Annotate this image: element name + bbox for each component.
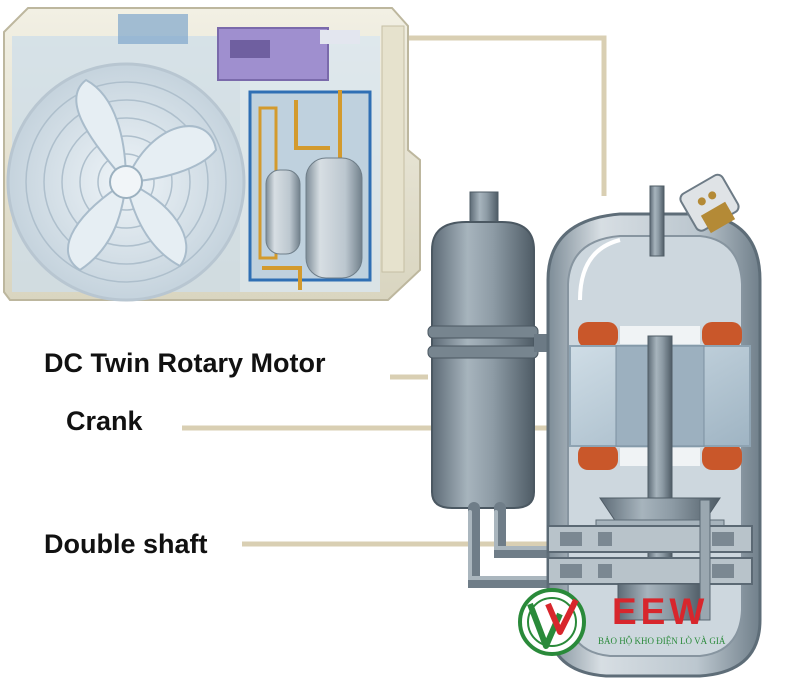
label-dc-twin-rotary-motor: DC Twin Rotary Motor (44, 348, 326, 378)
eew-logo-icon (518, 588, 586, 656)
unit-compressor (305, 157, 363, 279)
discharge-pipe (649, 185, 665, 257)
fan-blades (67, 78, 218, 272)
suction-pipes (468, 502, 558, 588)
outdoor-unit (3, 7, 421, 302)
accumulator (427, 191, 550, 509)
terminal (679, 173, 740, 234)
label-crank: Crank (66, 406, 143, 436)
logo-tagline: BẢO HỘ KHO ĐIỆN LÒ VÀ GIÁ (598, 636, 726, 646)
logo-text: EEW (612, 591, 709, 632)
double-rotary-cylinders (547, 499, 753, 621)
label-double-shaft: Double shaft (44, 529, 208, 559)
unit-accumulator (265, 169, 301, 255)
leader-unit (408, 35, 607, 196)
